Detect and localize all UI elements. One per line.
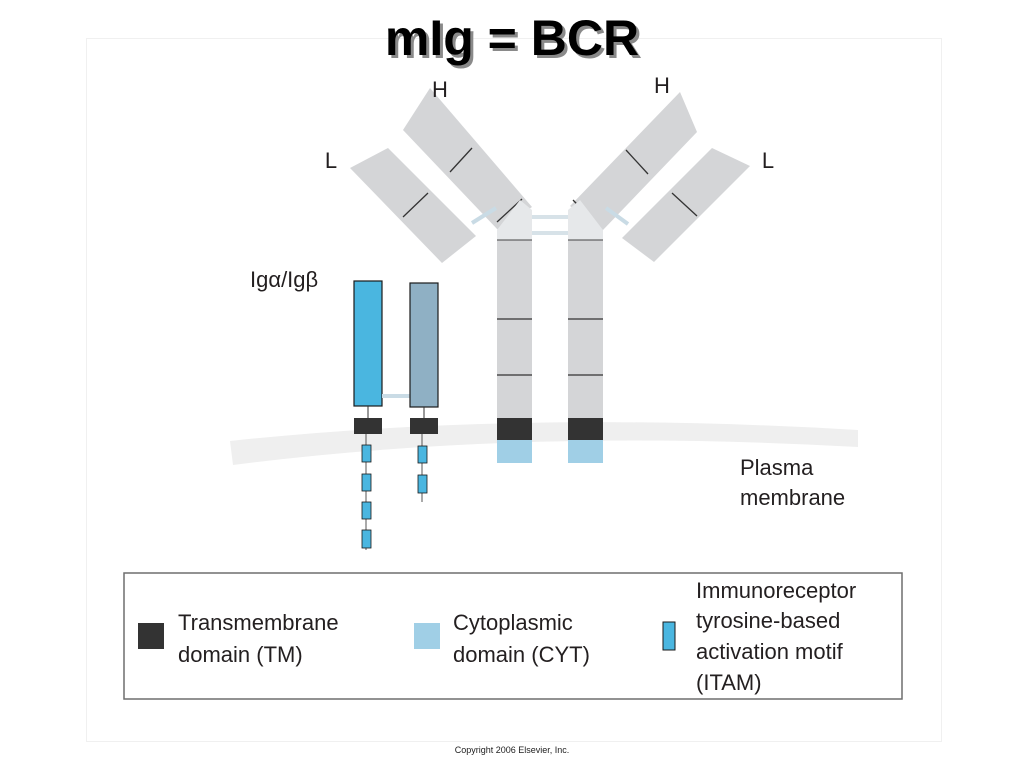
- cyt-domain-heavy-right: [568, 440, 603, 463]
- legend: Transmembrane domain (TM) Cytoplasmic do…: [123, 572, 903, 700]
- light-chain-right: [622, 148, 750, 262]
- legend-itam-line2: tyrosine-based: [696, 608, 840, 633]
- tm-domain-heavy-right: [568, 418, 603, 440]
- light-chain-left: [350, 148, 476, 263]
- label-light-left: L: [325, 148, 337, 173]
- tm-domain-ig-beta: [410, 418, 438, 434]
- ig-alpha-chain: [353, 280, 383, 550]
- label-heavy-left: H: [432, 77, 448, 102]
- heavy-chain-right-stem: [568, 200, 603, 463]
- itam-ig-beta-1: [417, 445, 428, 464]
- legend-cyt-swatch: [414, 623, 440, 649]
- legend-itam-line4: (ITAM): [696, 670, 762, 695]
- itam-ig-alpha-1: [361, 444, 372, 463]
- disulfide-right: [604, 206, 630, 226]
- label-ig-alpha-beta: Igα/Igβ: [250, 267, 318, 292]
- disulfide-left: [470, 206, 498, 225]
- legend-cyt-line1: Cytoplasmic: [453, 610, 573, 635]
- itam-ig-beta-2: [417, 474, 428, 494]
- legend-tm-line1: Transmembrane: [178, 610, 339, 635]
- tm-domain-ig-alpha: [354, 418, 382, 434]
- legend-itam-line1: Immunoreceptor: [696, 578, 856, 603]
- ig-beta-chain: [409, 282, 439, 502]
- itam-ig-alpha-2: [361, 473, 372, 492]
- legend-itam-swatch: [662, 621, 676, 651]
- plasma-membrane-band: [230, 422, 858, 465]
- legend-frame: [123, 572, 903, 700]
- legend-tm-swatch: [138, 623, 164, 649]
- itam-ig-alpha-4: [361, 529, 372, 549]
- tm-domain-heavy-left: [497, 418, 532, 440]
- legend-tm-line2: domain (TM): [178, 642, 303, 667]
- legend-itam-line3: activation motif: [696, 639, 844, 664]
- label-plasma: Plasma: [740, 455, 814, 480]
- slide-title: mIg = BCR: [384, 10, 640, 66]
- label-light-right: L: [762, 148, 774, 173]
- legend-cyt-line2: domain (CYT): [453, 642, 590, 667]
- label-heavy-right: H: [654, 73, 670, 98]
- copyright-text: Copyright 2006 Elsevier, Inc.: [454, 745, 570, 755]
- cyt-domain-heavy-left: [497, 440, 532, 463]
- heavy-chain-left-stem: [497, 200, 532, 463]
- itam-ig-alpha-3: [361, 501, 372, 520]
- label-membrane: membrane: [740, 485, 845, 510]
